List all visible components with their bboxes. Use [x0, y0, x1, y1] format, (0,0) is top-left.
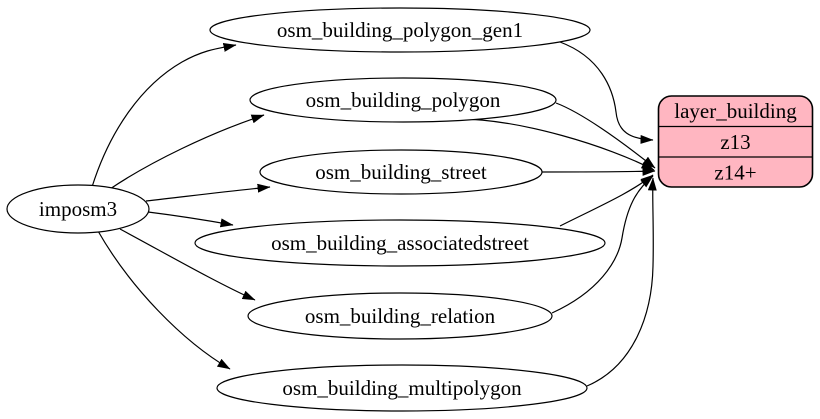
- osm_building_polygon_gen1-label: osm_building_polygon_gen1: [277, 18, 523, 42]
- osm_building_street-ellipse: [259, 149, 543, 195]
- edge-imposm3-to-osm_building_relation: [119, 228, 256, 301]
- osm_building_associatedstreet-label: osm_building_associatedstreet: [271, 231, 529, 255]
- edge-osm_building_polygon-to-layer_building-z14-alt-stroke: [457, 118, 655, 171]
- edge-imposm3-to-osm_building_polygon_gen1: [91, 43, 237, 188]
- layer_building-box: [657, 95, 814, 188]
- node-imposm3: imposm3: [6, 184, 150, 234]
- osm_building_associatedstreet-ellipse: [194, 219, 606, 267]
- layer_building-row-z14plus: z14+: [714, 161, 756, 185]
- osm_building_polygon_gen1-ellipse: [209, 7, 591, 53]
- edge-group-tables-to-layer: [457, 41, 657, 387]
- edge-osm_building_multipolygon-to-layer_building-z14: [586, 177, 657, 387]
- osm_building_multipolygon-ellipse: [216, 364, 588, 412]
- edge-imposm3-to-osm_building_street: [145, 183, 271, 202]
- osm_building_polygon-ellipse: [249, 77, 557, 123]
- edge-imposm3-to-osm_building_associatedstreet: [147, 211, 234, 228]
- node-osm_building_associatedstreet: osm_building_associatedstreet: [194, 219, 606, 267]
- node-osm_building_relation: osm_building_relation: [247, 292, 553, 340]
- edge-imposm3-to-osm_building_polygon: [109, 114, 265, 190]
- edge-group-source-to-tables: [91, 43, 271, 370]
- edge-imposm3-to-osm_building_multipolygon: [97, 230, 231, 370]
- node-osm_building_multipolygon: osm_building_multipolygon: [216, 364, 588, 412]
- edge-osm_building_associatedstreet-to-layer_building-z14: [559, 174, 654, 227]
- osm_building_relation-label: osm_building_relation: [305, 304, 496, 328]
- node-layer_building: layer_building z13 z14+: [657, 95, 814, 188]
- imposm3-label: imposm3: [39, 197, 117, 221]
- osm_building_polygon-label: osm_building_polygon: [306, 88, 501, 112]
- osm_building_multipolygon-label: osm_building_multipolygon: [282, 376, 522, 400]
- imposm3-ellipse: [6, 184, 150, 234]
- layer_building-row-z13: z13: [720, 130, 750, 154]
- osm_building_relation-ellipse: [247, 292, 553, 340]
- osm_building_street-label: osm_building_street: [315, 160, 487, 184]
- node-osm_building_polygon: osm_building_polygon: [249, 77, 557, 123]
- edge-osm_building_polygon-to-layer_building-z14: [555, 102, 656, 169]
- edge-osm_building_street-to-layer_building-z14: [541, 166, 656, 176]
- node-osm_building_polygon_gen1: osm_building_polygon_gen1: [209, 7, 591, 53]
- layer_building-title: layer_building: [674, 99, 797, 123]
- edge-osm_building_polygon_gen1-to-layer_building-z13: [559, 41, 654, 144]
- edge-osm_building_relation-to-layer_building-z14: [551, 175, 654, 314]
- node-osm_building_street: osm_building_street: [259, 149, 543, 195]
